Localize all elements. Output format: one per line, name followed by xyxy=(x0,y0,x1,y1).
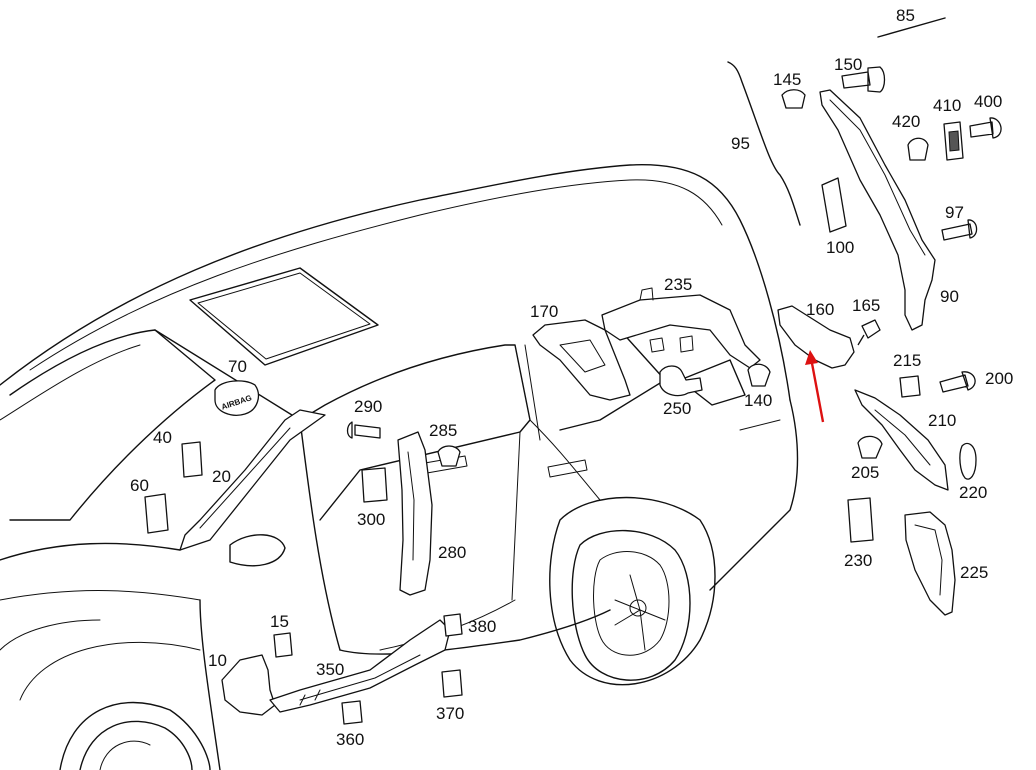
part-label-280: 280 xyxy=(438,543,466,562)
part-label-300: 300 xyxy=(357,510,385,529)
highlight-arrowhead xyxy=(805,350,818,365)
part-label-290: 290 xyxy=(354,397,382,416)
trim-160 xyxy=(777,305,855,369)
clip-15 xyxy=(273,632,293,658)
vehicle-outline xyxy=(0,163,799,770)
part-label-370: 370 xyxy=(436,704,464,723)
part-label-420: 420 xyxy=(892,112,920,131)
clip-145 xyxy=(781,89,806,109)
screw-165 xyxy=(857,319,881,346)
part-label-210: 210 xyxy=(928,411,956,430)
clip-215 xyxy=(899,375,921,398)
cover-10 xyxy=(221,654,276,716)
group-underline xyxy=(877,17,946,38)
trim-210 xyxy=(854,389,949,491)
airbag-badge-70 xyxy=(214,380,259,416)
part-labels: 85 150 145 410 400 420 95 97 100 90 235 … xyxy=(130,6,1013,749)
part-label-285: 285 xyxy=(429,421,457,440)
clip-370 xyxy=(441,669,463,698)
part-label-160: 160 xyxy=(806,300,834,319)
part-label-150: 150 xyxy=(834,55,862,74)
part-label-20: 20 xyxy=(212,467,231,486)
clip-420 xyxy=(907,137,929,161)
clip-40 xyxy=(181,441,203,478)
bolt-150 xyxy=(841,66,886,93)
part-label-145: 145 xyxy=(773,70,801,89)
part-label-360: 360 xyxy=(336,730,364,749)
part-label-170: 170 xyxy=(530,302,558,321)
trim-225 xyxy=(904,511,956,616)
part-label-95: 95 xyxy=(731,134,750,153)
a-pillar-trim-20 xyxy=(179,409,326,551)
seal-220 xyxy=(959,442,977,480)
part-label-165: 165 xyxy=(852,296,880,315)
highlight-arrow xyxy=(809,357,825,423)
clip-380 xyxy=(443,613,463,637)
clip-205 xyxy=(857,435,883,459)
bolt-290 xyxy=(346,421,381,439)
clip-230 xyxy=(847,497,874,543)
part-label-250: 250 xyxy=(663,399,691,418)
part-label-205: 205 xyxy=(851,463,879,482)
clip-300 xyxy=(361,467,388,503)
bolt-400 xyxy=(969,117,1002,139)
parts xyxy=(144,61,1002,725)
part-label-350: 350 xyxy=(316,660,344,679)
part-label-225: 225 xyxy=(960,563,988,582)
part-label-235: 235 xyxy=(664,275,692,294)
part-label-15: 15 xyxy=(270,612,289,631)
part-label-100: 100 xyxy=(826,238,854,257)
part-label-410: 410 xyxy=(933,96,961,115)
part-label-10: 10 xyxy=(208,651,227,670)
clip-360 xyxy=(341,700,363,725)
part-label-40: 40 xyxy=(153,428,172,447)
part-label-97: 97 xyxy=(945,203,964,222)
bolt-200 xyxy=(939,371,976,393)
part-label-400: 400 xyxy=(974,92,1002,111)
sill-trim-350 xyxy=(269,619,451,713)
part-label-200: 200 xyxy=(985,369,1013,388)
part-label-90: 90 xyxy=(940,287,959,306)
part-label-140: 140 xyxy=(744,391,772,410)
clip-60 xyxy=(144,493,169,534)
part-label-220: 220 xyxy=(959,483,987,502)
part-label-70: 70 xyxy=(228,357,247,376)
group-number-label: 85 xyxy=(896,6,915,25)
part-label-230: 230 xyxy=(844,551,872,570)
bracket-235 xyxy=(601,294,761,369)
clip-140 xyxy=(747,363,771,387)
clip-285 xyxy=(437,445,461,467)
part-label-380: 380 xyxy=(468,617,496,636)
trim-170 xyxy=(532,319,631,401)
pad-100 xyxy=(821,177,847,233)
panel-90 xyxy=(819,89,936,331)
part-label-60: 60 xyxy=(130,476,149,495)
bolt-250 xyxy=(659,365,703,397)
b-pillar-trim-280 xyxy=(397,431,433,596)
pin-97 xyxy=(941,219,978,241)
part-label-215: 215 xyxy=(893,351,921,370)
wire-95 xyxy=(727,61,801,226)
